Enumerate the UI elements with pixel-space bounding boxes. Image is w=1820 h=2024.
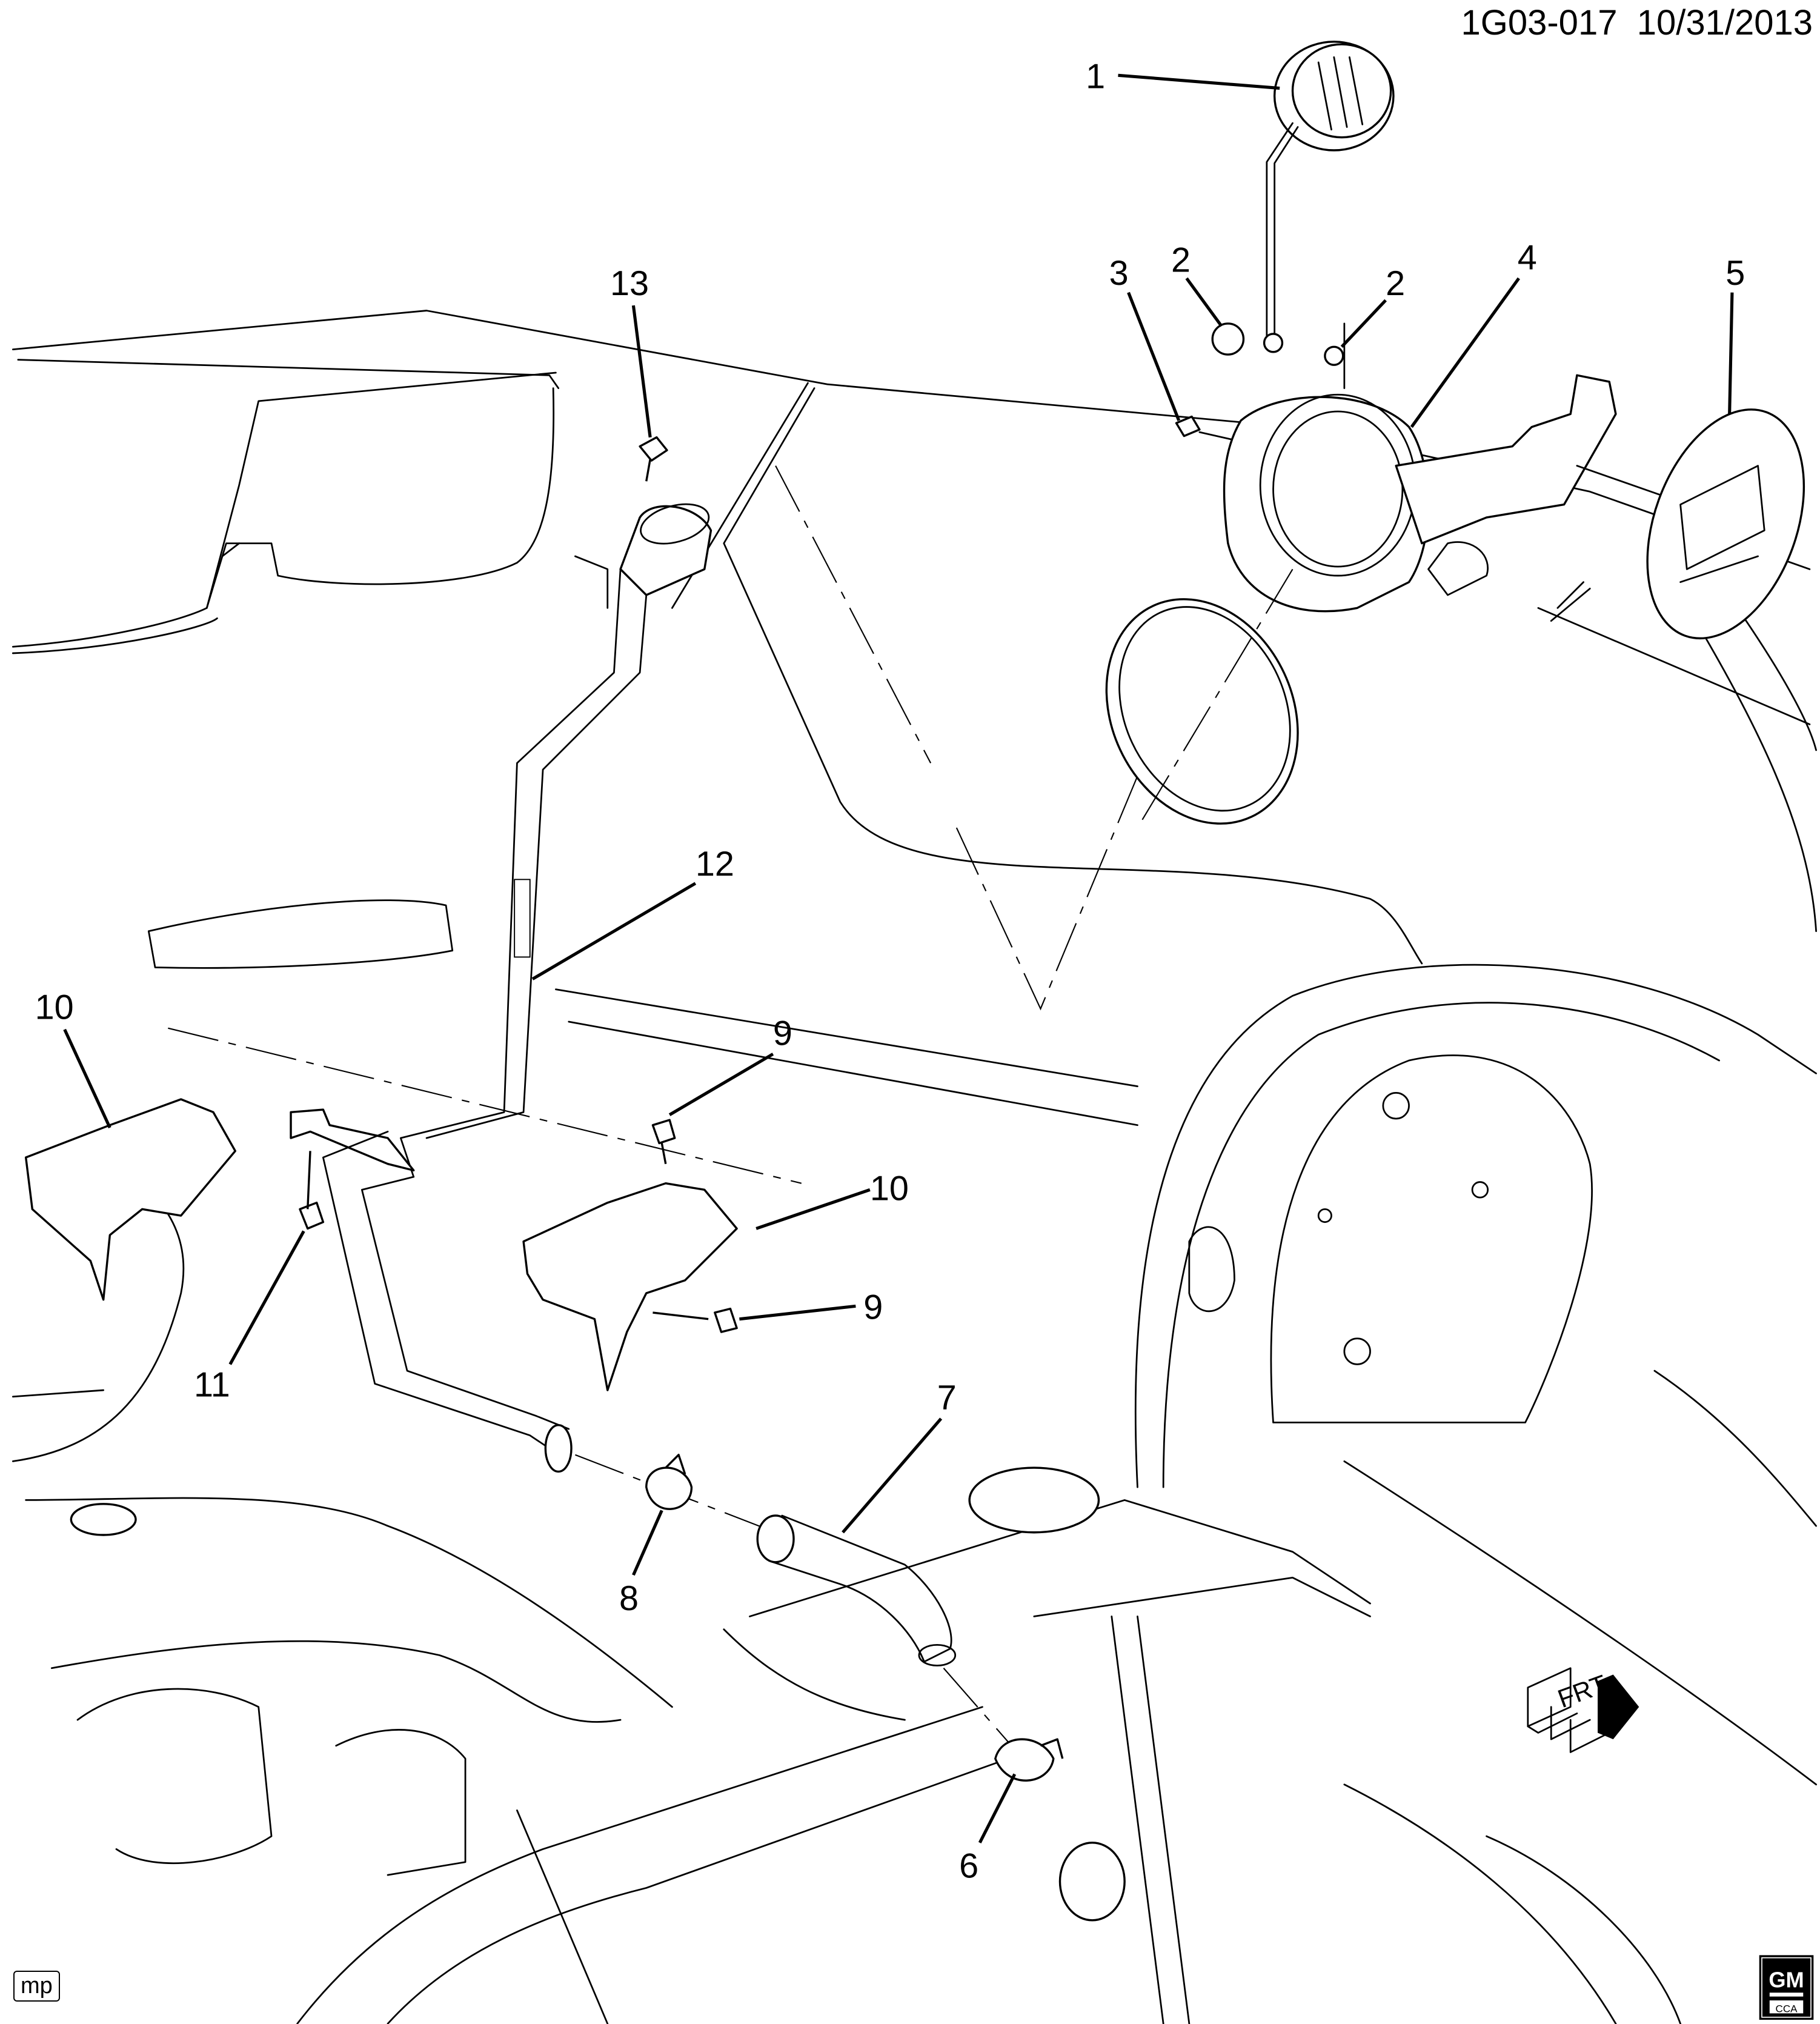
callout-2a: 2	[1171, 241, 1191, 280]
front-direction-indicator: FRT	[1527, 1667, 1639, 1753]
part-tether-plug	[1211, 322, 1245, 356]
author-initials: mp	[13, 1971, 60, 2002]
wheelhouse	[1134, 964, 1817, 1786]
part-tether-retainer-b	[1324, 345, 1344, 366]
gm-logo-sub: CCA	[1776, 2003, 1798, 2014]
part-fuel-door	[1646, 408, 1805, 640]
part-clamp-8	[645, 1454, 693, 1510]
callout-13: 13	[610, 264, 649, 303]
part-fuel-filler-pipe	[290, 503, 776, 1533]
part-bolt-9b	[653, 1307, 738, 1333]
part-heat-shield-left	[24, 1098, 237, 1301]
callout-11: 11	[194, 1366, 230, 1405]
callout-12: 12	[696, 845, 734, 884]
part-bolt-13	[639, 436, 668, 482]
callout-9b: 9	[863, 1288, 883, 1327]
callout-leaders	[63, 73, 1734, 1843]
callout-10b: 10	[870, 1169, 909, 1208]
part-fuel-door-housing	[1223, 322, 1707, 613]
callout-6: 6	[959, 1846, 978, 1885]
diagram-header: 1G03-017 10/31/2013	[1461, 2, 1813, 43]
callout-3: 3	[1109, 254, 1129, 293]
gm-logo: GM CCA	[1759, 1955, 1814, 2020]
callout-2b: 2	[1386, 264, 1405, 303]
part-fuel-cap	[1266, 41, 1395, 338]
underbody	[12, 1163, 1681, 2024]
part-heat-shield-right	[522, 1182, 738, 1391]
part-clamp-6	[994, 1738, 1064, 1782]
part-filler-hose	[756, 1514, 1035, 1773]
part-bolt-9a	[651, 1119, 676, 1165]
callout-8: 8	[619, 1579, 639, 1618]
diagram-id: 1G03-017	[1461, 3, 1618, 42]
part-tether-retainer-a	[1263, 333, 1284, 353]
callout-9a: 9	[773, 1014, 792, 1053]
gm-logo-brand: GM	[1769, 1968, 1804, 1992]
part-bolt-11	[299, 1151, 325, 1230]
callout-10a: 10	[35, 988, 74, 1027]
callout-7: 7	[937, 1379, 957, 1417]
part-screw	[1175, 415, 1201, 438]
callout-1: 1	[1086, 58, 1105, 96]
callout-4: 4	[1518, 238, 1537, 277]
fuel-door-opening	[1105, 568, 1299, 828]
callout-5: 5	[1725, 254, 1745, 293]
diagram-date: 10/31/2013	[1636, 3, 1813, 42]
